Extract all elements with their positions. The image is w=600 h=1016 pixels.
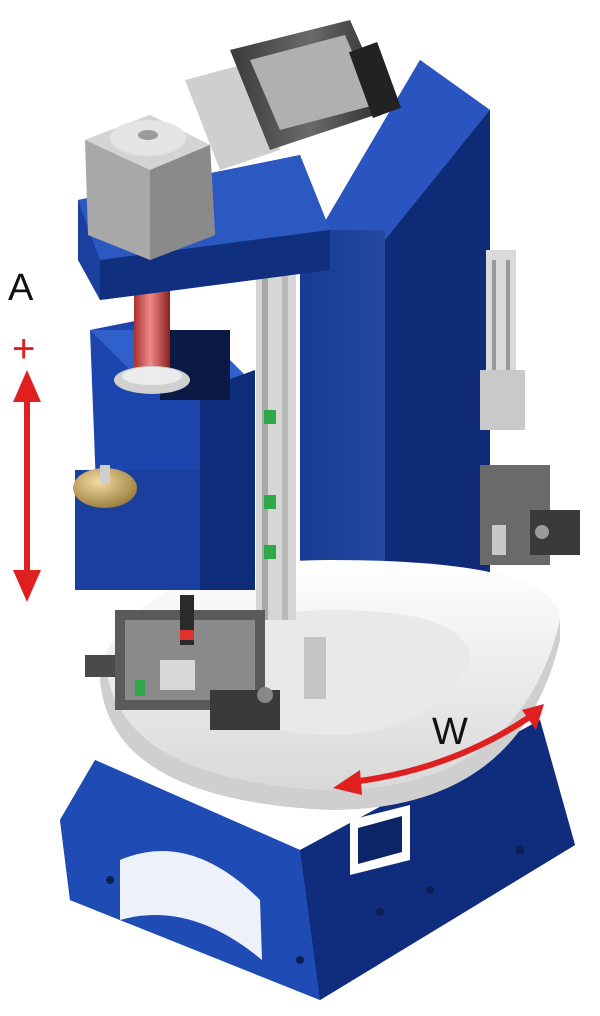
linear-guide <box>256 270 296 620</box>
spindle-rod <box>114 290 190 394</box>
rear-guide-unit <box>480 250 525 430</box>
axis-a-indicator: A + <box>8 267 41 602</box>
column-plate <box>304 637 326 699</box>
axis-a-plus-sign: + <box>12 327 35 371</box>
base-pedestal <box>60 720 575 1000</box>
rear-fixture <box>480 465 580 565</box>
axis-a-label: A <box>8 267 34 309</box>
axis-w-label: W <box>432 711 468 753</box>
double-vertical-arrow-icon <box>13 370 41 602</box>
motor-assembly <box>85 20 402 260</box>
double-curved-arrow-icon <box>333 704 544 795</box>
side-knob <box>73 465 137 508</box>
front-fixture <box>85 595 280 730</box>
axis-w-indicator: W <box>333 704 544 795</box>
